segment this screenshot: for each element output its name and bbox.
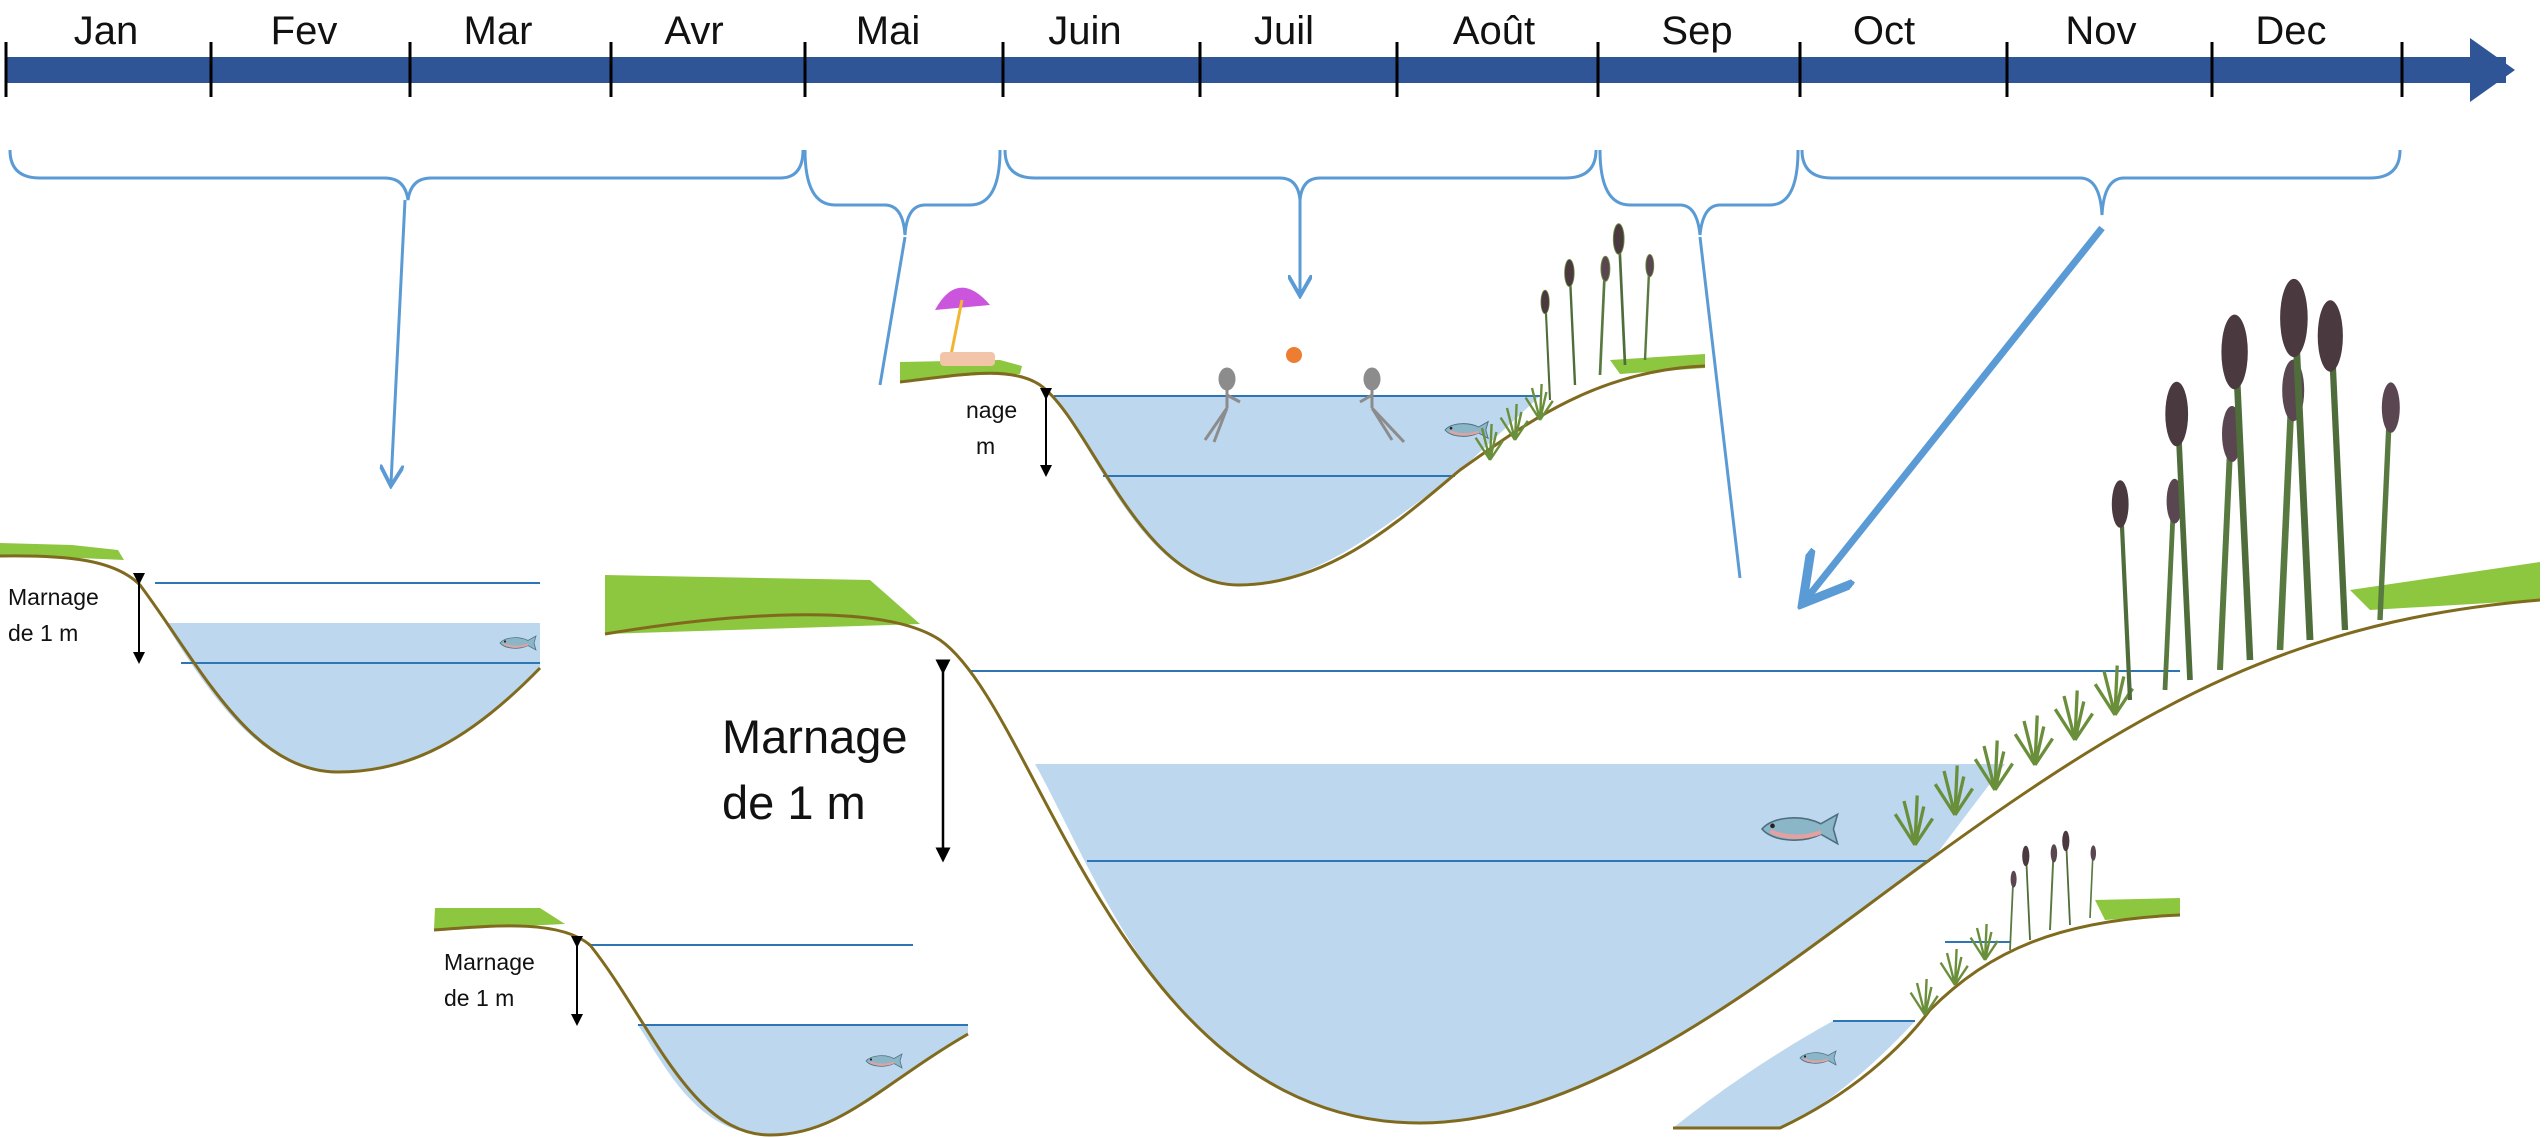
line-spring [878, 236, 907, 386]
lake-summer: nage m [899, 222, 1706, 587]
lake-spring: Marnage de 1 m [433, 908, 969, 1137]
timeline: Jan Fev Mar Avr Mai Juin Juil Août Sep O… [4, 9, 2515, 102]
arrow-winter [391, 199, 407, 483]
marnage-label: m [976, 433, 995, 459]
month-label: Août [1453, 9, 1535, 53]
marnage-label: Marnage [444, 949, 535, 975]
shore [604, 598, 2541, 1125]
timeline-bar [6, 57, 2506, 83]
water [1054, 396, 1540, 585]
shore [433, 924, 969, 1137]
month-label: Mai [856, 9, 920, 53]
marnage-label: de 1 m [444, 985, 514, 1011]
season-brackets [8, 149, 2402, 236]
grass [434, 908, 565, 930]
bracket-spring [803, 149, 1002, 236]
marnage-label: Marnage [8, 584, 99, 610]
connector-arrows [391, 199, 2105, 598]
month-label: Dec [2255, 9, 2326, 53]
timeline-arrowhead [2470, 38, 2515, 102]
water [165, 623, 540, 772]
marnage-label: nage [966, 397, 1017, 423]
shore [1673, 913, 2181, 1130]
lake-late-summer [1673, 829, 2181, 1130]
marnage-label: de 1 m [722, 776, 866, 829]
month-label: Jan [74, 9, 139, 53]
month-label: Juin [1048, 9, 1121, 53]
water [1673, 1021, 1915, 1128]
month-label: Nov [2065, 9, 2136, 53]
line-late-summer [1698, 236, 1742, 579]
ball-icon [1286, 347, 1302, 363]
reed-icon [1893, 279, 2400, 847]
month-label: Juil [1254, 9, 1314, 53]
water [1035, 764, 2005, 1123]
water [638, 1025, 968, 1135]
bracket-late-summer [1598, 149, 1800, 236]
bracket-autumn [1800, 149, 2402, 216]
month-ticks [4, 42, 2404, 97]
reed-icon [1909, 829, 2097, 1017]
swimmer-icon [1203, 367, 1241, 443]
marnage-label: de 1 m [8, 620, 78, 646]
umbrella-icon [935, 287, 995, 366]
lake-autumn: Marnage de 1 m [604, 279, 2541, 1125]
shore [0, 554, 542, 774]
grass-left [605, 575, 920, 634]
bracket-winter [8, 149, 805, 201]
grass-right [2350, 562, 2540, 610]
lake-winter: Marnage de 1 m [0, 543, 542, 774]
grass [2095, 898, 2180, 920]
month-label: Avr [664, 9, 723, 53]
month-label: Fev [271, 9, 338, 53]
swimmer-icon [1359, 367, 1406, 444]
marnage-label: Marnage [722, 710, 908, 763]
month-label: Sep [1661, 9, 1732, 53]
arrow-autumn [1807, 225, 2105, 598]
month-label: Oct [1853, 9, 1915, 53]
shore [899, 364, 1706, 587]
month-label: Mar [464, 9, 533, 53]
bracket-summer [1003, 149, 1598, 201]
